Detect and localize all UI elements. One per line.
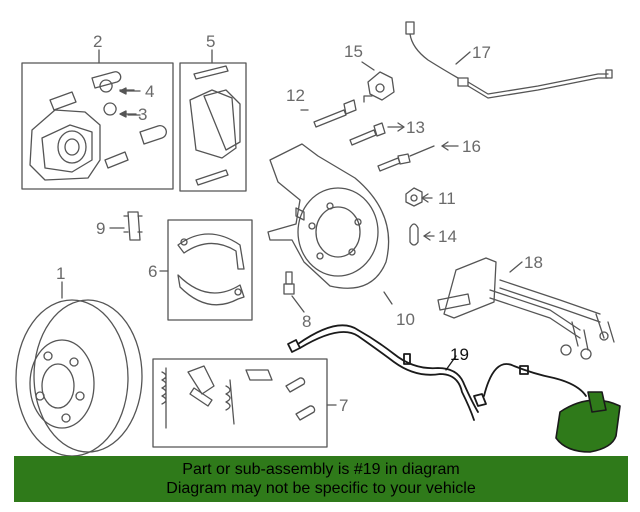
bolt-12: [300, 99, 357, 128]
callout-3: 3: [138, 105, 147, 124]
caliper-group: [21, 49, 174, 190]
callout-5: 5: [206, 32, 215, 51]
callout-7: 7: [339, 396, 348, 415]
brake-rotor: [15, 281, 143, 457]
callout-19: 19: [450, 345, 469, 364]
callout-12: 12: [286, 86, 305, 105]
callout-10: 10: [396, 310, 415, 329]
hardware-kit-group: [152, 358, 337, 448]
callout-18: 18: [524, 253, 543, 272]
callout-17: 17: [472, 43, 491, 62]
sensor-15: [361, 61, 395, 103]
callout-numbers: 1 2 3 4 5 6 7 8 9 10 11 12 13 14 15 16 1…: [56, 32, 543, 415]
bleeder-screw: [283, 271, 305, 313]
dust-shield: [267, 143, 393, 305]
brake-hose: [405, 21, 613, 99]
clip-14: [409, 223, 435, 246]
callout-16: 16: [462, 137, 481, 156]
sensor-16: [377, 141, 459, 172]
clip-part: [109, 211, 143, 241]
banner-line-2: Diagram may not be specific to your vehi…: [166, 480, 476, 497]
parking-shoes-group: [159, 219, 253, 321]
callout-8: 8: [302, 312, 311, 331]
footer-banner: Part or sub-assembly is #19 in diagram D…: [14, 456, 628, 502]
callout-13: 13: [406, 118, 425, 137]
wheel-speed-sensor-harness: [287, 324, 587, 421]
brake-pads-group: [179, 49, 247, 192]
callout-15: 15: [344, 42, 363, 61]
callout-2: 2: [93, 32, 102, 51]
nut-11: [405, 187, 433, 207]
callout-11: 11: [438, 189, 456, 208]
callout-9: 9: [96, 219, 105, 238]
wheel-speed-sensor: [555, 399, 621, 453]
bolt-13: [349, 122, 405, 146]
callout-6: 6: [148, 262, 157, 281]
banner-line-1: Part or sub-assembly is #19 in diagram: [182, 461, 460, 478]
callout-14: 14: [438, 227, 457, 246]
callout-1: 1: [56, 264, 65, 283]
callout-4: 4: [145, 82, 154, 101]
parking-brake-cable: [437, 257, 615, 360]
